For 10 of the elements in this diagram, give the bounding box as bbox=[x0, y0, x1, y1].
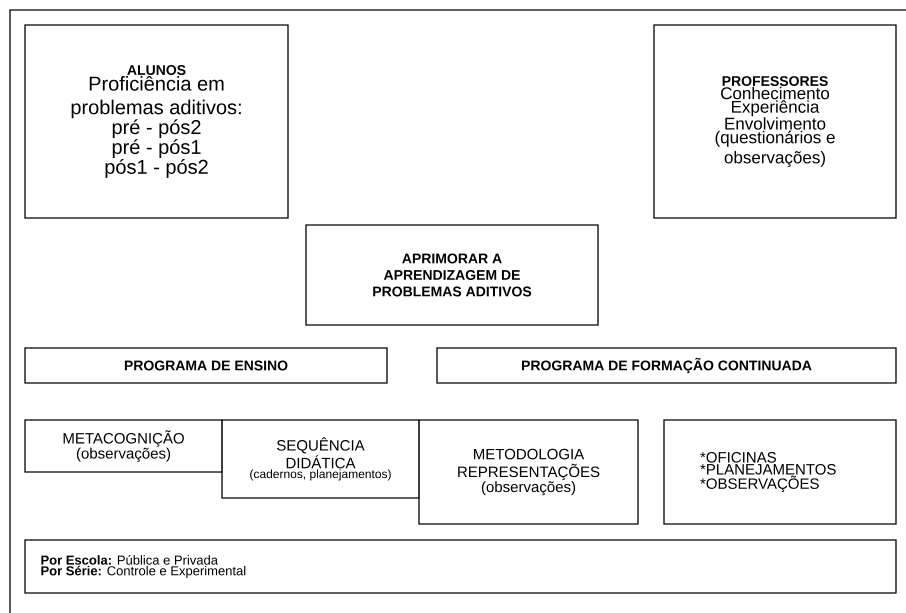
method-box: METACOGNIÇÃO (observações) bbox=[24, 419, 223, 473]
teacher-box: PROFESSORES Conhecimento Experiência Envolvimento (questionários e observações) bbox=[653, 24, 897, 219]
method-box: METODOLOGIA REPRESENTAÇÕES (observações) bbox=[418, 419, 639, 525]
goal-box: APRIMORAR A APRENDIZAGEM DE PROBLEMAS ADITIVOS bbox=[305, 224, 599, 326]
criteria-box: Por Escola: Pública e Privada Por Série: Controle e Experimental bbox=[24, 539, 897, 594]
activity-box: *OFICINAS *PLANEJAMENTOS *OBSERVAÇÕES bbox=[663, 419, 897, 525]
method-box: SEQUÊNCIA DIDÁTICA (cadernos, planejamentos) bbox=[221, 419, 420, 499]
student-box: ALUNOS Proficiência em problemas aditivos: pré - pós2 pré - pós1 pós1 - pós2 bbox=[24, 24, 289, 219]
program-box: PROGRAMA DE ENSINO bbox=[24, 347, 388, 384]
program-box: PROGRAMA DE FORMAÇÃO CONTINUADA bbox=[436, 347, 897, 384]
